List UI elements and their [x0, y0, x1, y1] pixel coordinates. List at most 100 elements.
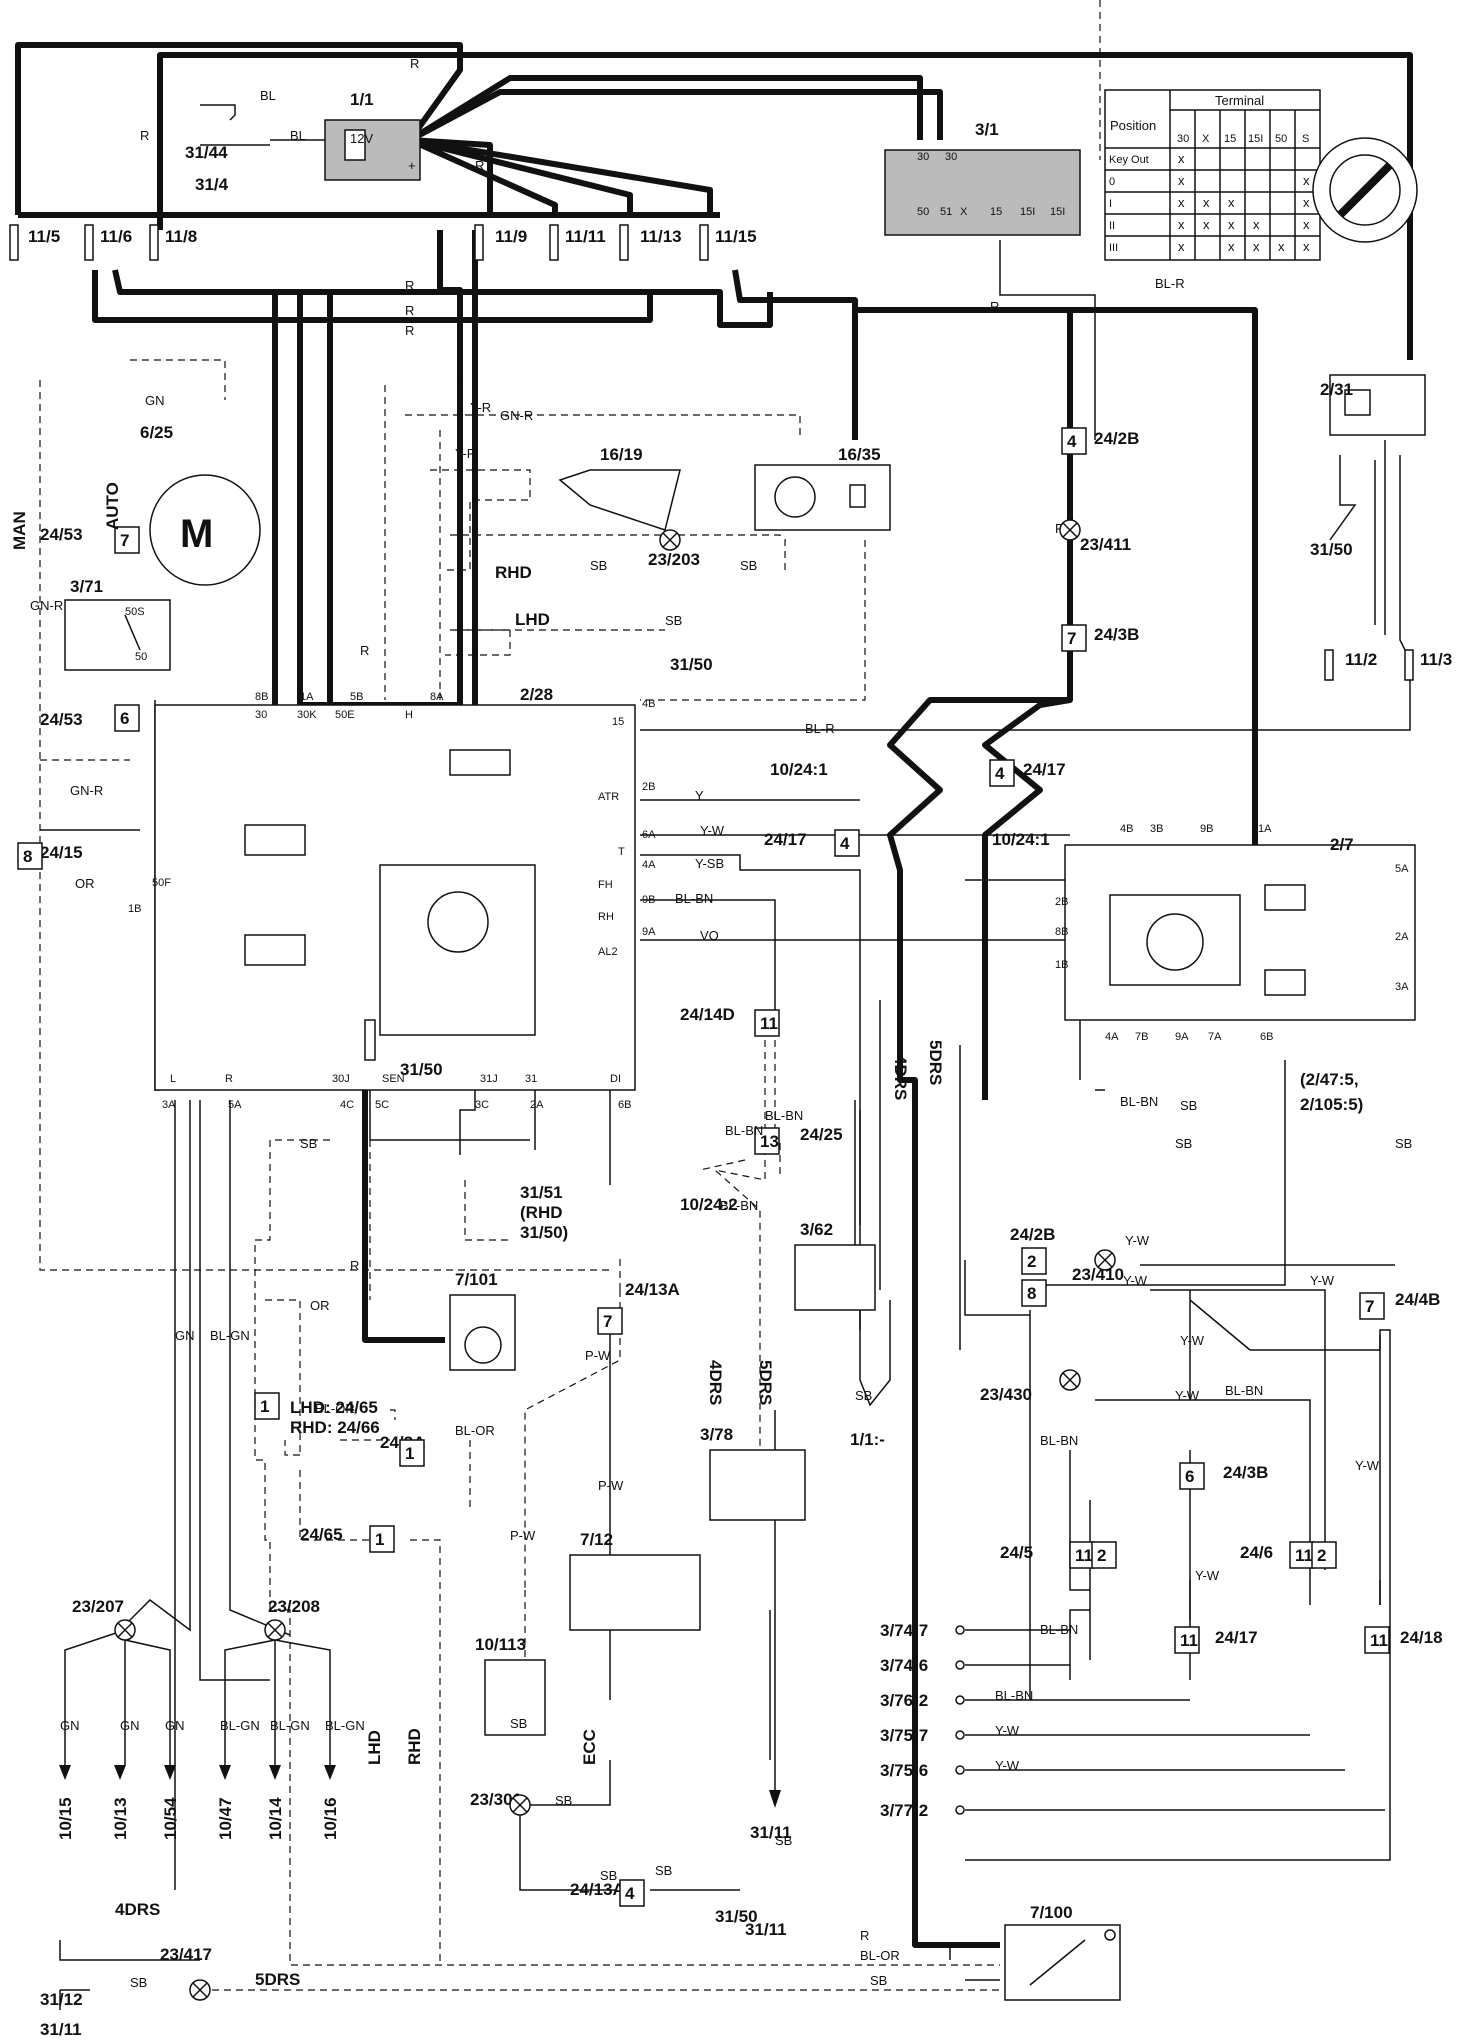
- connector-pin: 11: [1370, 1631, 1388, 1650]
- connector-label: 23/430: [980, 1385, 1032, 1404]
- connector-pin-box: [754, 1127, 780, 1155]
- connector-pin: 6: [120, 709, 129, 728]
- wire-label: SB: [1395, 1136, 1412, 1151]
- connector-pin: 4: [995, 764, 1005, 783]
- output-label: 3/75:7: [880, 1726, 928, 1745]
- output-terminal: [955, 1695, 965, 1705]
- connector-label: 24/53: [40, 710, 83, 729]
- connector-pin-box: [1069, 1541, 1095, 1569]
- svg-text:X: X: [1202, 133, 1210, 145]
- module27-terminal: 2A: [1395, 931, 1409, 943]
- connector-pin: 11: [1180, 1631, 1198, 1650]
- connector-label: 24/4B: [1395, 1290, 1440, 1309]
- ignition-mark: x: [1228, 217, 1235, 232]
- module-terminal: 3A: [162, 1099, 176, 1111]
- wire-label: R: [405, 323, 414, 338]
- side-label: 4DRS: [891, 1055, 910, 1100]
- svg-text:7/12: 7/12: [580, 1530, 613, 1549]
- svg-text:+: +: [408, 158, 416, 173]
- ignition-mark: x: [1178, 239, 1185, 254]
- svg-text:11/9: 11/9: [495, 227, 527, 246]
- ground-label: 31/50): [520, 1223, 568, 1242]
- connector-pin: 1: [260, 1397, 269, 1416]
- side-label: ECC: [580, 1729, 599, 1765]
- wire-label: Y-SB: [695, 856, 724, 871]
- wire-label: Y-W: [1310, 1273, 1335, 1288]
- splice-cross: [192, 1982, 208, 1998]
- connector-label: 24/6: [1240, 1543, 1273, 1562]
- connector-label: 24/3B: [1223, 1463, 1268, 1482]
- wire-label: SB: [600, 1868, 617, 1883]
- connector-label: 24/17: [1215, 1628, 1258, 1647]
- wire-label: BL-BN: [1040, 1622, 1078, 1637]
- svg-text:10/113: 10/113: [475, 1635, 526, 1654]
- wire-label: BL: [260, 88, 276, 103]
- wire-label: VO: [700, 928, 719, 943]
- wire-label: Y: [695, 788, 704, 803]
- svg-text:2/7: 2/7: [1330, 835, 1354, 854]
- wire-label: R: [405, 278, 414, 293]
- connector-label: 24/53: [40, 525, 83, 544]
- wire-label: R: [475, 158, 484, 173]
- connector-pin: 13: [760, 1132, 779, 1151]
- wire-label: Y-W: [995, 1758, 1020, 1773]
- ignition-mark: x: [1278, 239, 1285, 254]
- svg-text:11/5: 11/5: [28, 227, 60, 246]
- wire-label: R: [350, 1258, 359, 1273]
- side-label: RHD: [495, 563, 532, 582]
- ignition-mark: x: [1303, 239, 1310, 254]
- wire-label: SB: [510, 1716, 527, 1731]
- ground-label: 31/11: [745, 1920, 787, 1939]
- switch-3-71: 3/71 50S 50: [64, 577, 171, 671]
- module-terminal: 30J: [332, 1073, 350, 1085]
- connector-pin: 11: [1075, 1546, 1093, 1565]
- ground-label: 31/11: [40, 2020, 82, 2039]
- output-arrow: [59, 1765, 71, 1780]
- output-label: 3/77:2: [880, 1801, 928, 1820]
- connector-pin: 7: [1365, 1297, 1374, 1316]
- svg-text:3/71: 3/71: [70, 577, 103, 596]
- module27-terminal: 4B: [1120, 823, 1133, 835]
- component-3-1: 3/1: [975, 120, 999, 139]
- svg-text:30: 30: [917, 151, 929, 163]
- output-arrow: [219, 1765, 231, 1780]
- module27-terminal: 9B: [1200, 823, 1213, 835]
- svg-text:11/11: 11/11: [565, 227, 606, 246]
- output-label: 3/74:6: [880, 1656, 928, 1675]
- connector-label: 24/25: [800, 1125, 843, 1144]
- connector-pin-box: [1021, 1279, 1047, 1307]
- connector-pin-box: [989, 759, 1015, 787]
- ignition-mark: x: [1303, 195, 1310, 210]
- module-terminal: 6B: [618, 1099, 631, 1111]
- wire-label: Y-W: [700, 823, 725, 838]
- wire-label: SB: [855, 1388, 872, 1403]
- wire-label: BL-BN: [725, 1123, 763, 1138]
- svg-text:M: M: [180, 512, 213, 556]
- wire-label: BL-BN: [765, 1108, 803, 1123]
- output-label: 3/74:7: [880, 1621, 928, 1640]
- module-terminal: RH: [598, 911, 614, 923]
- svg-text:50: 50: [917, 206, 929, 218]
- svg-text:11/6: 11/6: [100, 227, 132, 246]
- connector-pin-box: [114, 704, 140, 732]
- connector-label: 24/2B: [1010, 1225, 1055, 1244]
- wire-label: BL-BN: [1120, 1094, 1158, 1109]
- splice-cross: [117, 1622, 133, 1638]
- connector-pin: 4: [625, 1884, 635, 1903]
- connector-label: 24/2B: [1094, 429, 1139, 448]
- splice-cross: [512, 1797, 528, 1813]
- connector-pin-box: [1091, 1541, 1117, 1569]
- connector-pin: 4: [1067, 432, 1077, 451]
- svg-text:15I: 15I: [1020, 206, 1035, 218]
- wire-label: GN: [175, 1328, 195, 1343]
- output-arrow: [269, 1765, 281, 1780]
- connector-pin-box: [1359, 1292, 1385, 1320]
- battery-voltage: 12V: [350, 131, 373, 146]
- wire-label: GN-R: [500, 408, 533, 423]
- ground-label: 31/51: [520, 1183, 563, 1202]
- fuse-row: 11/5 11/6 11/8 11/9 11/11 11/13 11/15 11…: [9, 224, 1452, 681]
- wire-label: Y-W: [1125, 1233, 1150, 1248]
- wire-label: BL-BN: [995, 1688, 1033, 1703]
- svg-text:S: S: [1302, 133, 1309, 145]
